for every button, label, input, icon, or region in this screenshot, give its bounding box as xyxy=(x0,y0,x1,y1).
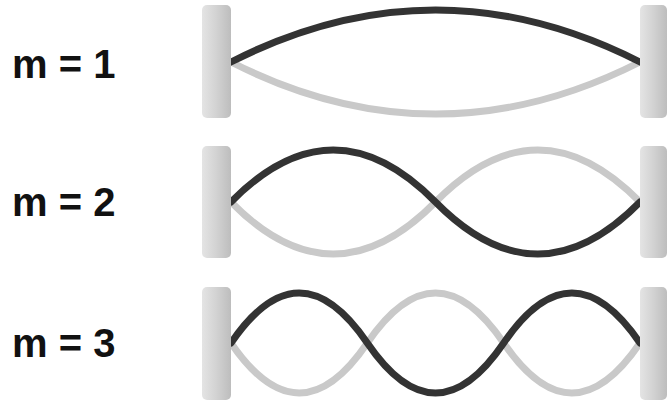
wall xyxy=(202,287,231,400)
walls xyxy=(202,5,667,400)
string-light xyxy=(231,293,640,393)
wall xyxy=(640,287,667,400)
string-dark xyxy=(231,150,640,254)
string-light xyxy=(231,62,640,114)
wall xyxy=(202,146,231,258)
string-dark xyxy=(231,293,640,393)
wall xyxy=(640,146,667,258)
string-dark xyxy=(231,10,640,62)
mode-label: m = 1 xyxy=(12,44,115,84)
string-modes xyxy=(231,10,640,393)
string-light xyxy=(231,150,640,254)
mode-label: m = 3 xyxy=(12,323,115,363)
wall xyxy=(640,5,667,118)
mode-label: m = 2 xyxy=(12,182,115,222)
wall xyxy=(202,5,231,118)
